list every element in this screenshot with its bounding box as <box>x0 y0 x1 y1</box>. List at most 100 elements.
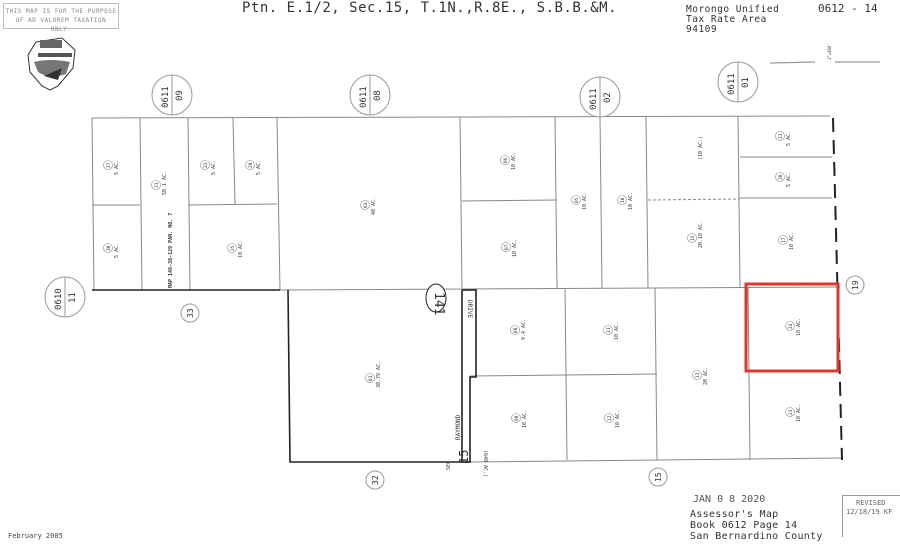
parcel-number: 12 <box>607 415 613 421</box>
adjoining-book: 0611 <box>161 86 171 108</box>
svg-text:19: 19 <box>851 280 860 290</box>
footer-line-3: San Bernardino County <box>690 531 823 542</box>
section-number-label: 33 <box>180 303 200 323</box>
parcel-number: 06 <box>503 157 509 163</box>
parcel-acreage: 5 AC. <box>211 160 217 175</box>
parcel-number: 28 <box>248 162 254 168</box>
adjoining-map-ref[interactable]: 0611 09 <box>151 74 193 116</box>
parcel-lines <box>91 115 843 463</box>
svg-text:141: 141 <box>431 292 446 315</box>
adjoining-book: 0611 <box>589 88 599 110</box>
map-title: Ptn. E.1/2, Sec.15, T.1N.,R.8E., S.B.B.&… <box>242 0 618 16</box>
parcel-acreage: 5 AC. <box>256 160 262 175</box>
section-number-label: 19 <box>845 275 865 295</box>
parcel-number: 23 <box>788 409 794 415</box>
parcel-number: 25 <box>230 245 236 251</box>
parcel-acreage: 9.4 AC. <box>521 319 527 340</box>
revised-value: 12/18/19 KF <box>846 508 893 516</box>
parcel-number: 10 <box>620 197 626 203</box>
adjoining-book: 0611 <box>727 73 737 95</box>
parcel-number: 09 <box>514 415 520 421</box>
parcel-acreage: 10 AC. <box>796 404 802 422</box>
parcel-number: 22 <box>203 162 209 168</box>
parcel-acreage: 5 AC. <box>114 243 120 258</box>
parcel-number: 20 <box>778 174 784 180</box>
tax-rate-area: Morongo Unified Tax Rate Area 94109 <box>686 4 780 35</box>
highway-141-shield: 141 <box>425 283 447 315</box>
parcel-acreage: 20 AC. <box>703 367 709 385</box>
section-prefix: SEC. <box>446 458 452 470</box>
parcel-number: 27 <box>106 162 112 168</box>
parcel-acreage: 38.79 AC. <box>376 361 382 388</box>
parcel-acreage: 10 AC. <box>796 318 802 336</box>
parcel-acreage: 40 AC. <box>371 197 377 215</box>
scale-label: 1"=400' <box>827 43 832 60</box>
adjoining-map-ref[interactable]: 0611 01 <box>717 61 759 103</box>
parcel-number: 21 <box>778 133 784 139</box>
parcel-acreage: 10 AC. <box>615 410 621 428</box>
boundary-lines <box>92 117 843 463</box>
parcel-number: 07 <box>504 244 510 250</box>
parcel-number: 17 <box>781 237 787 243</box>
scale-bar: 1"=400' <box>769 43 880 64</box>
parcel-acreage: 5 AC. <box>114 160 120 175</box>
section-area: (640 AC.) <box>482 450 488 477</box>
parcel-acreage: 10 AC. <box>614 322 620 340</box>
adjoining-page: 08 <box>373 90 383 101</box>
svg-text:32: 32 <box>371 475 380 485</box>
adjoining-map-ref[interactable]: 0611 08 <box>349 74 391 116</box>
parcel-number: 03 <box>363 202 369 208</box>
adjoining-book: 0611 <box>359 86 369 108</box>
taxation-notice: THIS MAP IS FOR THE PURPOSE OF AD VALORE… <box>3 3 119 33</box>
section-number-label: 15 <box>648 467 668 487</box>
parcel-number: 13 <box>695 372 701 378</box>
footer-line-1: Assessor's Map <box>690 509 779 520</box>
parcel-acreage: 10 AC. <box>582 192 588 210</box>
highlighted-parcel[interactable] <box>744 282 840 373</box>
parcel-acreage: 5 AC. <box>786 131 792 146</box>
adjoining-book: 0610 <box>54 288 64 310</box>
parcel-number: 30 <box>106 245 112 251</box>
parcel-acreage: 10 AC. <box>522 410 528 428</box>
parcel-label[interactable]: (10 AC.) <box>698 136 704 160</box>
map-reference: MAP 148-38-129 PAR. NO. 7 <box>168 213 174 288</box>
parcel-number: 08 <box>513 327 519 333</box>
section-number-label: 32 <box>365 470 385 490</box>
adjoining-page: 09 <box>175 90 185 101</box>
adjoining-page: 01 <box>741 77 751 88</box>
svg-text:33: 33 <box>186 308 195 318</box>
parcel-acreage: 10 AC. <box>238 240 244 258</box>
parcel-acreage: 20.18 AC. <box>698 221 704 248</box>
map-date: February 2005 <box>8 532 63 540</box>
parcel-acreage: 10 AC. <box>789 232 795 250</box>
